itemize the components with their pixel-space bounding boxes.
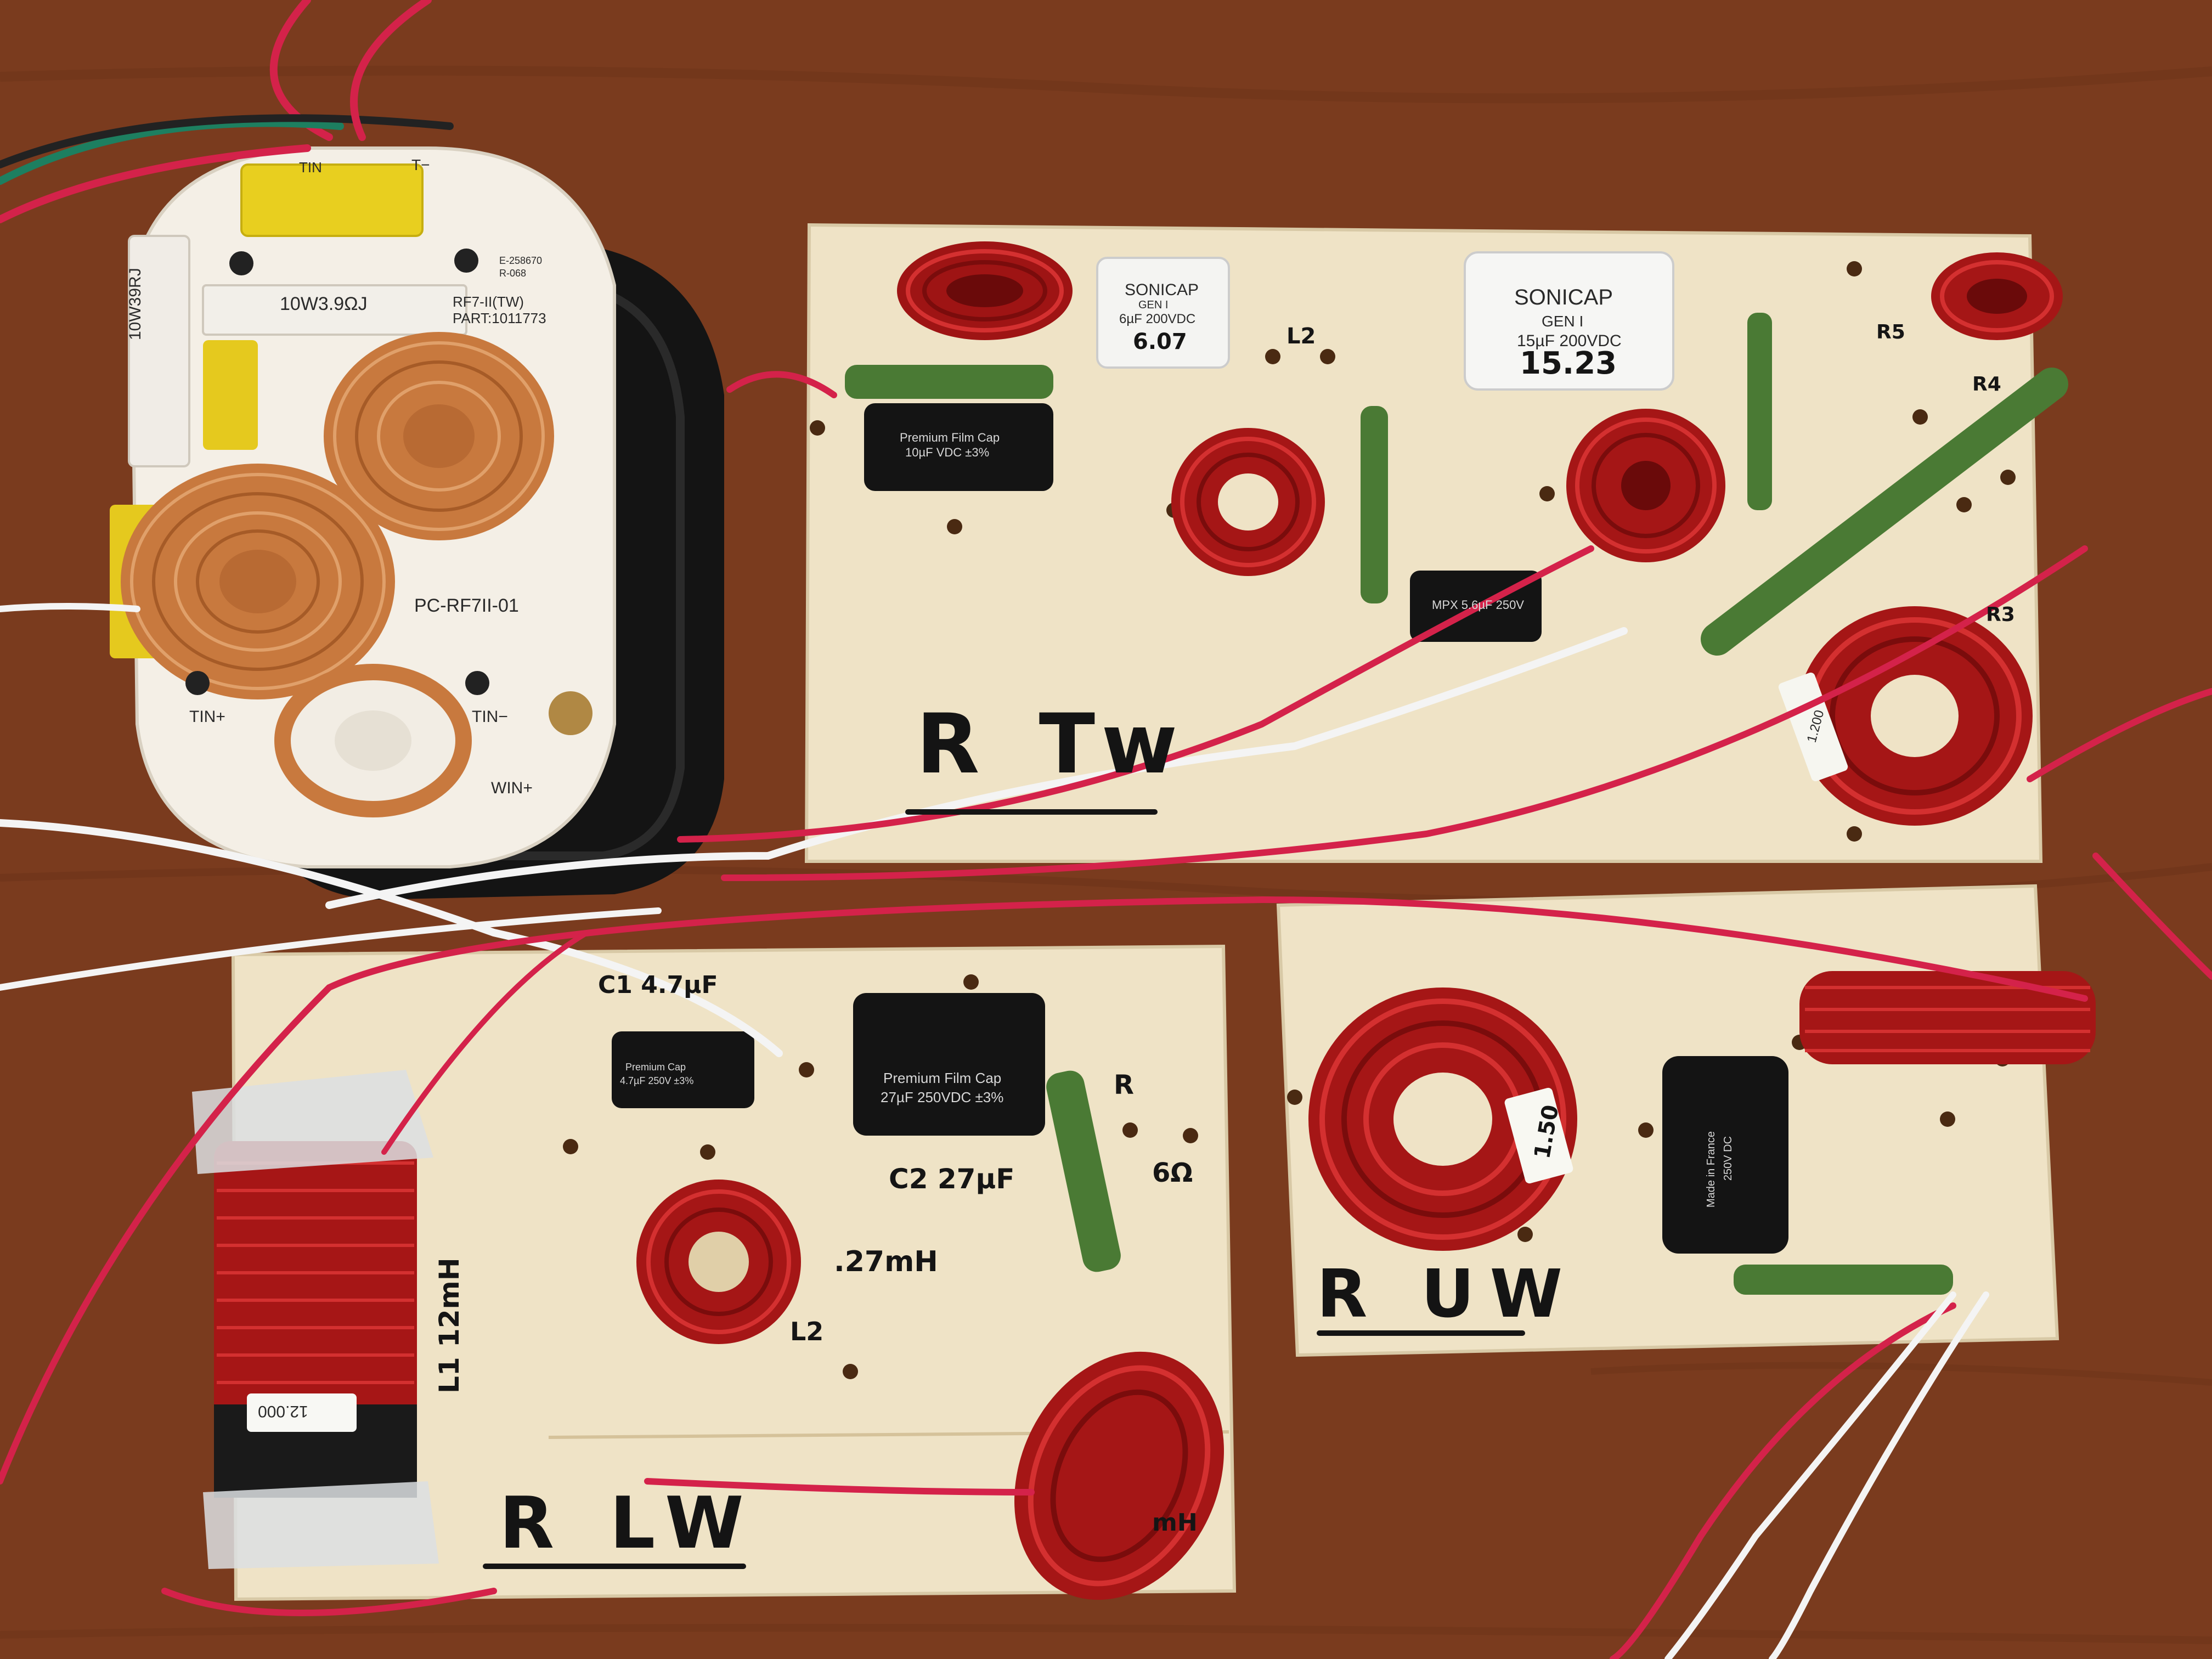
pcb-screw-2	[454, 249, 478, 273]
tweeter-r3-mark: R3	[1986, 603, 2015, 626]
l2-value: .27mH	[834, 1245, 938, 1278]
stock-resistor-label: 10W3.9ΩJ	[280, 294, 368, 314]
terminal-t-in: TIN	[299, 159, 322, 176]
stock-part-line1: RF7-II(TW)	[453, 294, 524, 310]
sonicap2-brand: SONICAP	[1514, 285, 1613, 309]
film-cap-line1: Premium Film Cap	[900, 431, 1000, 444]
tweeter-green-resistor	[845, 365, 1053, 399]
mpx-cap-label: MPX 5.6µF 250V	[1432, 598, 1524, 612]
terminal-win-plus: WIN+	[491, 779, 533, 797]
sonicap-15uf	[1464, 251, 1674, 391]
sonicap2-rating: 15µF 200VDC	[1517, 332, 1622, 350]
stock-crossover	[110, 146, 724, 900]
stock-cert-line1: E-258670	[499, 255, 543, 266]
c1-line2: 4.7µF 250V ±3%	[620, 1075, 694, 1086]
yellow-cap-top	[240, 163, 424, 237]
copper-coil-large	[121, 464, 395, 699]
tweeter-r5-mark: R5	[1876, 321, 1905, 343]
lw-green-resistor	[1046, 1070, 1121, 1272]
sonicap1-gen: GEN I	[1138, 299, 1169, 311]
pcb-terminal	[549, 691, 592, 735]
tweeter-coil-4	[1931, 252, 2063, 340]
pcb-screw-4	[465, 671, 489, 695]
uw-board-label: R UW	[1317, 1256, 1578, 1333]
c2-mark: C2 27µF	[889, 1163, 1015, 1195]
uw-cap-line1: Made in France	[1705, 1131, 1717, 1207]
l1-mark: L1 12mH	[433, 1257, 465, 1393]
sonicap1-brand: SONICAP	[1125, 281, 1199, 299]
stock-board-code: PC-RF7II-01	[414, 595, 519, 616]
tweeter-r4-mark: R4	[1972, 373, 2001, 396]
sonicap1-handwritten: 6.07	[1133, 329, 1187, 354]
stock-part-line2: PART:1011773	[453, 310, 546, 326]
tweeter-film-cap	[864, 403, 1053, 491]
c1-mark: C1 4.7µF	[598, 971, 718, 999]
l1-tag: 12.000	[258, 1402, 308, 1420]
l1-air-core-inductor	[192, 1070, 439, 1569]
uw-board-underline	[1317, 1330, 1525, 1336]
tweeter-coil-3	[1566, 409, 1725, 562]
c1-line1: Premium Cap	[625, 1062, 686, 1073]
side-resistor	[128, 235, 190, 467]
lw-mh-mark: mH	[1152, 1509, 1198, 1537]
tweeter-l2-mark: L2	[1286, 324, 1316, 349]
pcb-screw-1	[229, 251, 253, 275]
sonicap2-handwritten: 15.23	[1520, 346, 1617, 381]
tweeter-green-resistor-vertical	[1361, 406, 1388, 603]
tweeter-board-label: R Tw	[916, 697, 1193, 792]
lw-coil-bottom-right	[1014, 1351, 1224, 1600]
tweeter-green-resistor-r4	[1747, 313, 1772, 510]
c2-line2: 27µF 250VDC ±3%	[881, 1089, 1004, 1105]
tweeter-coil-5	[1797, 606, 2033, 826]
lw-board-underline	[483, 1564, 746, 1569]
uw-coil-flat	[1799, 971, 2096, 1064]
stock-side-label: 10W39RJ	[126, 268, 144, 340]
sonicap-6uf	[1096, 257, 1230, 369]
cement-resistor	[202, 284, 467, 336]
lw-l2-mark: L2	[790, 1317, 824, 1346]
coil-tag-tweeter	[1778, 673, 1848, 781]
sonicap1-rating: 6µF 200VDC	[1119, 312, 1196, 326]
terminal-tin-minus: TIN−	[472, 708, 508, 726]
copper-coil-upper	[324, 332, 554, 540]
lw-ohm-mark: 6Ω	[1152, 1158, 1193, 1188]
tweeter-long-resistor	[1701, 368, 2068, 656]
terminal-tin-plus: TIN+	[189, 708, 225, 726]
yellow-cap-left	[203, 340, 258, 450]
film-cap-line2: 10µF VDC ±3%	[905, 445, 990, 459]
tweeter-coil-1	[897, 241, 1073, 340]
lw-r-mark: R	[1114, 1070, 1134, 1101]
lw-coil-l2	[636, 1180, 801, 1344]
c2-line1: Premium Film Cap	[883, 1070, 1002, 1086]
copper-coil-small	[274, 664, 472, 817]
uw-cap-line2: 250V DC	[1722, 1136, 1735, 1181]
c2-cap	[853, 993, 1045, 1136]
terminal-t-minus: T−	[411, 156, 430, 173]
uw-coil-tag	[1504, 1087, 1573, 1184]
tweeter-board-underline	[905, 809, 1158, 815]
uw-green-resistor	[1734, 1265, 1953, 1295]
sonicap2-gen: GEN I	[1542, 313, 1584, 330]
pcb-screw-3	[185, 671, 210, 695]
c1-cap	[612, 1031, 754, 1108]
uw-coil-large	[1308, 988, 1577, 1251]
stock-cert-line2: R-068	[499, 268, 527, 279]
lw-board-label: R LW	[499, 1481, 759, 1565]
tweeter-coil-2	[1171, 428, 1325, 576]
uw-black-cap	[1662, 1056, 1788, 1254]
